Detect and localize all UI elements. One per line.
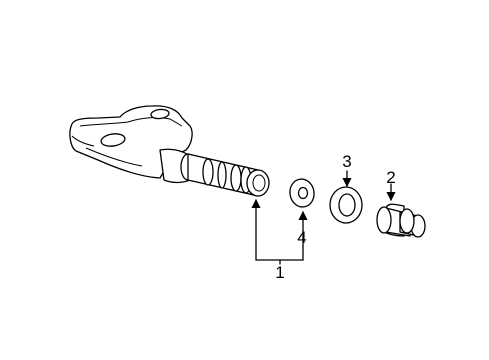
leader-lines	[251, 170, 396, 265]
callout-4: 4	[297, 228, 306, 247]
grommet-ring	[329, 186, 363, 224]
valve-stem-tip	[246, 169, 270, 197]
callout-3: 3	[342, 152, 351, 171]
mounting-hole-right	[150, 108, 170, 120]
callout-2: 2	[386, 168, 395, 187]
tpms-sensor-assembly	[69, 105, 270, 197]
washer-small	[289, 178, 315, 208]
mounting-hole-left	[100, 133, 126, 147]
valve-cap	[376, 203, 426, 238]
callout-1: 1	[275, 263, 284, 282]
